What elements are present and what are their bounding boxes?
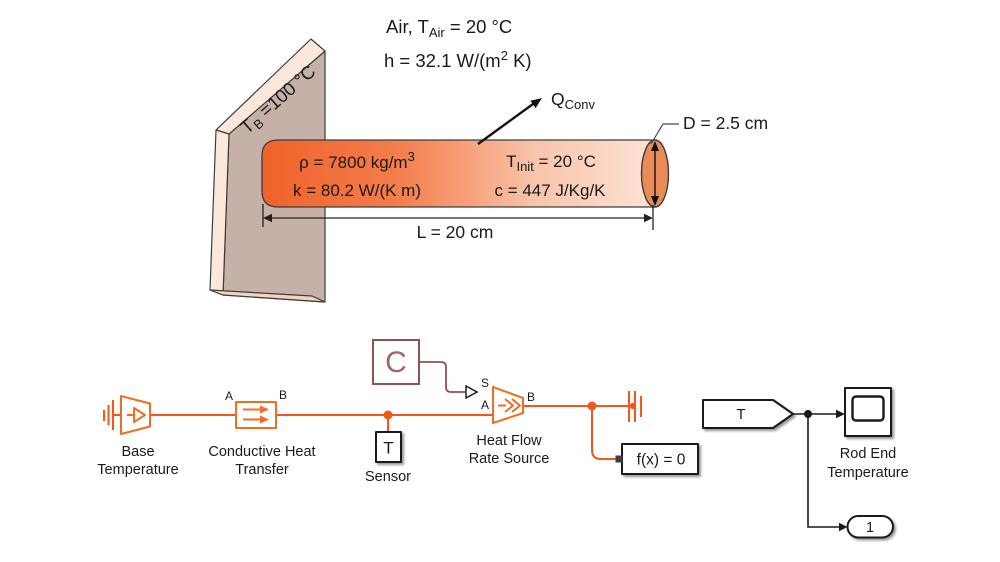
q-conv-arrow	[477, 98, 542, 145]
port-label-b: B	[279, 388, 287, 402]
solver-port	[615, 455, 623, 463]
rod-conductivity-label: k = 80.2 W/(K m)	[293, 181, 421, 200]
ground-icon	[103, 400, 121, 430]
scope-screen-icon	[851, 395, 885, 422]
rod-initial-temp-label: TInit = 20 °C	[506, 152, 596, 174]
diameter-leader-line	[650, 123, 679, 145]
rod: ρ = 7800 kg/m3 k = 80.2 W/(K m) TInit = …	[261, 139, 670, 208]
scope-label: Rod End	[840, 446, 896, 462]
conduction-arrows-icon	[243, 405, 269, 424]
length-dimension	[262, 204, 654, 230]
port-label-b: B	[527, 390, 535, 404]
heat-flow-icon	[498, 398, 521, 413]
rod-illustration: TB =100 °C ρ = 7800 kg/m3 k = 80.2 W/(K …	[209, 16, 768, 303]
ps-wire[interactable]	[419, 361, 465, 393]
arrowhead-icon	[839, 522, 848, 532]
convection-coefficient-label: h = 32.1 W/(m2 K)	[384, 48, 532, 71]
base-temperature-label: Temperature	[97, 462, 178, 478]
sensor-icon-text: T	[383, 439, 393, 458]
rod-specific-heat-label: c = 447 J/Kg/K	[494, 181, 606, 200]
from-tag[interactable]: T	[702, 399, 794, 429]
port-label-s: S	[481, 376, 489, 390]
diameter-arrow	[651, 141, 659, 206]
sensor-block[interactable]: T	[375, 431, 402, 463]
arrowhead-icon	[836, 409, 845, 419]
heat-flow-rate-source-block[interactable]	[492, 386, 524, 424]
conductive-heat-transfer-label: Transfer	[235, 462, 289, 478]
from-tag-text: T	[736, 406, 745, 423]
signal-wire-to-outport[interactable]	[807, 414, 839, 528]
thermal-wire-to-solver[interactable]	[591, 406, 616, 460]
q-conv-label: QConv	[551, 89, 595, 112]
temperature-source-icon	[133, 407, 146, 423]
wall-bottom-face	[209, 289, 326, 303]
outport-text: 1	[866, 520, 874, 536]
conductive-heat-transfer-label: Conductive Heat	[208, 444, 315, 460]
junction-dot	[383, 410, 393, 420]
solver-label: f(x) = 0	[637, 452, 686, 469]
thermal-reference-icon	[628, 391, 642, 422]
ps-constant-block[interactable]: C	[372, 339, 420, 385]
schematic: Base Temperature A B Conductive Heat Tra…	[97, 339, 909, 539]
port-label-a: A	[225, 389, 233, 403]
constant-icon-text: C	[385, 346, 407, 379]
solver-configuration-block[interactable]: f(x) = 0	[615, 443, 699, 475]
ps-arrow-icon	[465, 384, 479, 400]
rod-body	[261, 139, 656, 208]
diameter-label: D = 2.5 cm	[683, 113, 768, 133]
conductive-heat-transfer-block[interactable]	[235, 401, 277, 429]
outport-block[interactable]: 1	[846, 515, 894, 539]
rod-density-label: ρ = 7800 kg/m3	[299, 149, 415, 172]
base-temperature-label: Base	[121, 444, 154, 460]
base-temperature-block[interactable]	[120, 395, 151, 435]
scope-label: Temperature	[827, 465, 908, 481]
scope-block[interactable]	[844, 387, 892, 437]
heat-flow-rate-source-label: Rate Source	[469, 451, 550, 467]
heat-flow-rate-source-label: Heat Flow	[476, 433, 542, 449]
port-label-a: A	[481, 398, 489, 412]
length-label: L = 20 cm	[417, 222, 494, 242]
air-temp-label: Air, TAir = 20 °C	[386, 16, 512, 40]
sensor-label: Sensor	[365, 469, 411, 485]
